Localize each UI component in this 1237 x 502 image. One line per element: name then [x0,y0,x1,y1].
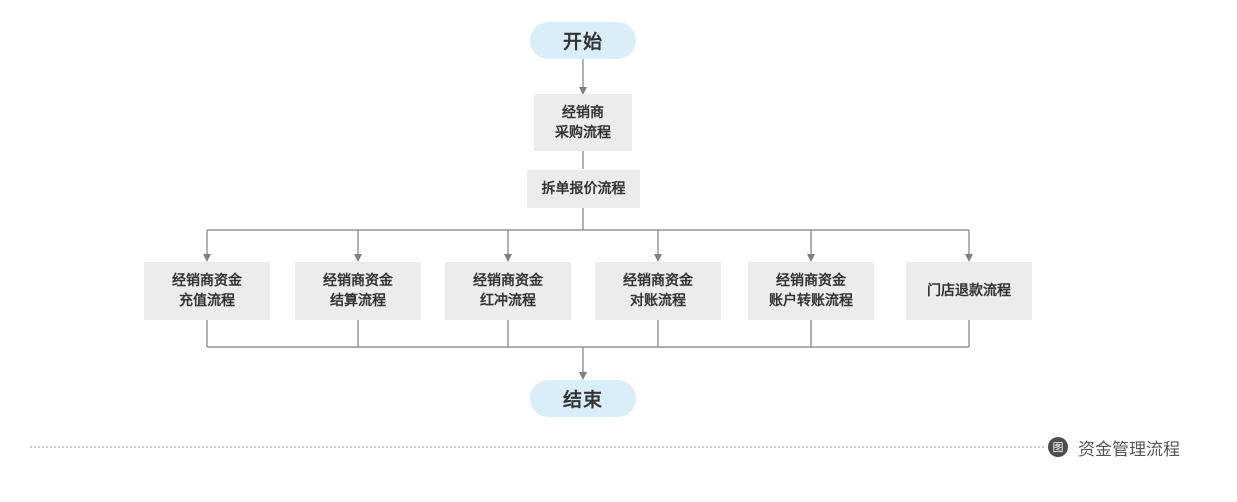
branch-3-line-1: 经销商资金 [473,273,543,289]
purchase-line-1: 经销商 [562,104,604,121]
branch-6-line-1: 门店退款流程 [927,283,1011,299]
branch-1-line-1: 经销商资金 [172,273,242,289]
branch-2-line-1: 经销商资金 [323,273,393,289]
branch-3-line-2: 红冲流程 [480,293,536,309]
branch-1-line-2: 充值流程 [179,293,235,309]
end-node: 结束 [530,380,636,417]
figure-caption-text: 资金管理流程 [1078,439,1180,460]
branch-2-line-2: 结算流程 [330,293,386,309]
split-quote-process-node: 拆单报价流程 [527,170,640,208]
branch-4-line-1: 经销商资金 [623,273,693,289]
purchase-line-2: 采购流程 [555,124,611,141]
split-quote-label: 拆单报价流程 [541,181,626,197]
branch-transfer-node: 经销商资金 账户转账流程 [748,262,874,320]
branch-reversal-node: 经销商资金 红冲流程 [445,262,571,320]
end-label: 结束 [562,389,603,411]
branch-settlement-node: 经销商资金 结算流程 [295,262,421,320]
branch-5-line-1: 经销商资金 [776,273,846,289]
branch-4-line-2: 对账流程 [630,293,686,309]
branch-store-refund-node: 门店退款流程 [906,262,1032,320]
start-node: 开始 [530,22,636,59]
figure-caption: 图 资金管理流程 [1048,436,1180,460]
branch-recharge-node: 经销商资金 充值流程 [144,262,270,320]
branch-reconciliation-node: 经销商资金 对账流程 [595,262,721,320]
purchase-process-node: 经销商 采购流程 [534,94,632,151]
start-label: 开始 [562,31,603,53]
branch-5-line-2: 账户转账流程 [769,293,853,309]
figure-icon: 图 [1048,437,1068,457]
